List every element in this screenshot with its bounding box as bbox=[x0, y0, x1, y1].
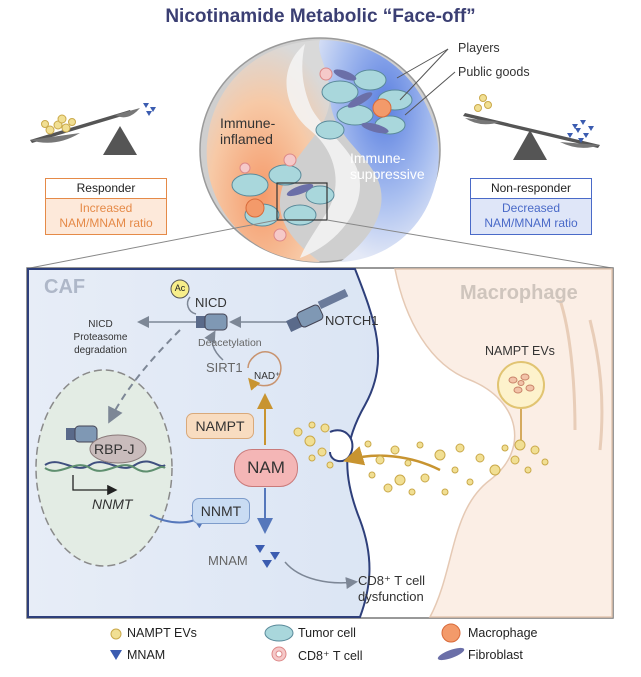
immune-inflamed-label: Immune- inflamed bbox=[220, 115, 276, 147]
nnmt-box: NNMT bbox=[192, 498, 250, 524]
balance-scale-right bbox=[463, 94, 600, 160]
legend-tumor-cell: Tumor cell bbox=[298, 626, 356, 640]
nad-label: NAD⁺ bbox=[254, 371, 281, 382]
legend-ev-icon bbox=[110, 628, 122, 640]
nam-oval: NAM bbox=[234, 449, 298, 487]
cell-cluster-suppressive bbox=[315, 67, 413, 140]
nampt-box: NAMPT bbox=[186, 413, 254, 439]
non-responder-line1: Decreased bbox=[501, 201, 561, 215]
legend-cd8-t-cell: CD8⁺ T cell bbox=[298, 649, 363, 663]
mnam-molecules bbox=[255, 545, 280, 568]
deacetylation-label: Deacetylation bbox=[198, 337, 262, 349]
immune-suppressive-label: Immune- suppressive bbox=[350, 150, 425, 182]
lower-panel bbox=[26, 267, 614, 619]
nicd-degradation-label: NICD Proteasome degradation bbox=[73, 319, 128, 356]
non-responder-header: Non-responder bbox=[471, 179, 591, 199]
rbpj-notch-icon bbox=[66, 425, 98, 443]
rbpj-label: RBP-J bbox=[94, 441, 135, 457]
responder-line1: Increased bbox=[79, 201, 133, 215]
callout-lines bbox=[396, 48, 456, 116]
ev-dots bbox=[293, 421, 549, 496]
caf-label: CAF bbox=[44, 276, 86, 298]
tumor-egg bbox=[199, 37, 441, 263]
cd8-dysfunction-label: CD8⁺ T cell dysfunction bbox=[358, 573, 426, 604]
players-label: Players bbox=[458, 41, 500, 55]
zoom-box bbox=[276, 182, 328, 221]
non-responder-box: Non-responder Decreased NAM/MNAM ratio bbox=[470, 178, 592, 235]
legend-macrophage: Macrophage bbox=[468, 626, 538, 640]
rbpj-complex bbox=[89, 434, 147, 464]
legend-fibroblast: Fibroblast bbox=[468, 648, 523, 662]
legend-mnam-icon bbox=[110, 650, 122, 660]
legend-fibroblast-icon bbox=[437, 647, 465, 661]
public-goods-label: Public goods bbox=[458, 65, 530, 79]
nicd-icon bbox=[196, 313, 228, 331]
nampt-ev-vesicle bbox=[497, 361, 545, 440]
balance-scale-left bbox=[30, 103, 156, 155]
responder-header: Responder bbox=[46, 179, 166, 199]
ac-label: Ac bbox=[174, 283, 186, 293]
acetyl-group-icon bbox=[170, 279, 190, 299]
nampt-evs-label: NAMPT EVs bbox=[485, 344, 555, 358]
notch1-label: NOTCH1 bbox=[325, 313, 379, 328]
mnam-label: MNAM bbox=[208, 553, 248, 568]
notch1-receptor-icon bbox=[286, 289, 349, 332]
legend-nampt-evs: NAMPT EVs bbox=[127, 626, 197, 640]
macrophage-label: Macrophage bbox=[460, 282, 578, 304]
responder-box: Responder Increased NAM/MNAM ratio bbox=[45, 178, 167, 235]
legend-tumor-cell-icon bbox=[264, 624, 294, 642]
legend-icons bbox=[110, 623, 465, 662]
sirt1-label: SIRT1 bbox=[206, 360, 243, 375]
legend-mnam: MNAM bbox=[127, 648, 166, 662]
nicd-label: NICD bbox=[195, 295, 227, 310]
page-title: Nicotinamide Metabolic “Face-off” bbox=[165, 6, 476, 27]
responder-line2: NAM/MNAM ratio bbox=[59, 216, 153, 230]
non-responder-line2: NAM/MNAM ratio bbox=[484, 216, 578, 230]
pathway-arrows bbox=[108, 296, 441, 590]
nnmt-gene-label: NNMT bbox=[92, 496, 133, 512]
legend-macrophage-icon bbox=[441, 623, 461, 643]
